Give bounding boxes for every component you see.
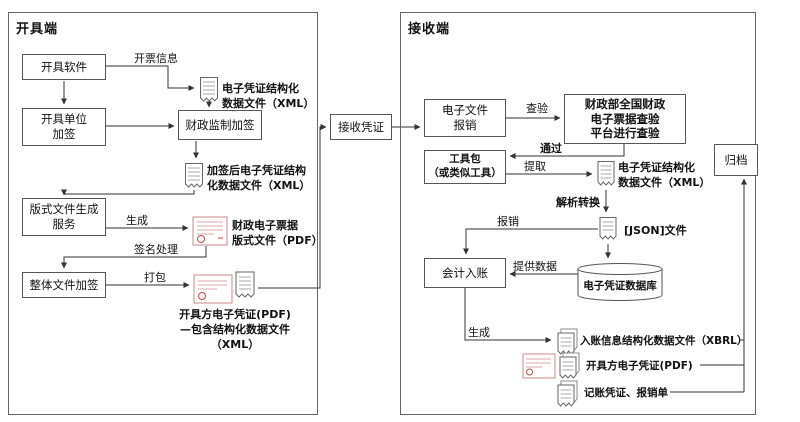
label-invoice-info: 开票信息 bbox=[134, 52, 178, 65]
node-efile-reimbursement: 电子文件 报销 bbox=[424, 99, 506, 137]
receipts-stack-icon-voucher bbox=[557, 380, 578, 407]
label-pass: 通过 bbox=[540, 142, 562, 155]
database-icon bbox=[577, 263, 663, 301]
label-json-file: [JSON]文件 bbox=[624, 224, 687, 237]
node-archive: 归档 bbox=[714, 144, 758, 176]
node-receive-voucher: 接收凭证 bbox=[330, 114, 392, 140]
node-issuing-software: 开具软件 bbox=[22, 54, 106, 80]
label-voucher-output: 记账凭证、报销单 bbox=[584, 387, 668, 399]
label-pdf-output: 开具方电子凭证(PDF) bbox=[586, 360, 693, 372]
receipt-icon-xml bbox=[200, 77, 218, 102]
receiver-panel bbox=[400, 12, 756, 415]
receipt-icon-received-xml bbox=[597, 161, 615, 186]
label-extract: 提取 bbox=[524, 160, 546, 173]
label-signed-xml-file: 加签后电子凭证结构 化数据文件（XML） bbox=[207, 164, 311, 192]
label-verify: 查验 bbox=[526, 102, 548, 115]
label-fiscal-pdf-file: 财政电子票据 版式文件（PDF） bbox=[232, 219, 323, 247]
label-received-xml-file: 电子凭证结构化 数据文件（XML） bbox=[618, 161, 711, 189]
receiver-panel-title: 接收端 bbox=[408, 22, 451, 37]
node-fiscal-supervision-signature: 财政监制加签 bbox=[178, 110, 262, 140]
label-xbrl-output: 入账信息结构化数据文件（XBRL） bbox=[580, 335, 748, 347]
receipt-icon-json bbox=[599, 217, 617, 240]
package-pdf-xml-icon bbox=[193, 271, 255, 304]
label-xml-file: 电子凭证结构化 数据文件（XML） bbox=[222, 82, 315, 110]
issuer-panel-title: 开具端 bbox=[16, 22, 59, 37]
issuer-panel bbox=[8, 12, 318, 415]
pdf-and-receipts-icon bbox=[522, 352, 580, 379]
label-reimburse: 报销 bbox=[497, 215, 519, 228]
label-generate-outputs: 生成 bbox=[468, 326, 490, 339]
node-unit-signature: 开具单位 加签 bbox=[22, 108, 106, 146]
receipt-icon-signed-xml bbox=[185, 163, 203, 188]
label-generate: 生成 bbox=[126, 214, 148, 227]
label-package-action: 打包 bbox=[144, 271, 166, 284]
label-provide-data: 提供数据 bbox=[513, 260, 557, 273]
pdf-document-icon bbox=[192, 216, 228, 246]
label-package-file: 开具方电子凭证(PDF) —包含结构化数据文件 （XML） bbox=[179, 308, 291, 351]
node-whole-file-signature: 整体文件加签 bbox=[22, 272, 106, 298]
node-accounting-entry: 会计入账 bbox=[424, 258, 506, 288]
node-toolkit: 工具包 （或类似工具） bbox=[424, 150, 506, 184]
receipts-stack-icon-xbrl bbox=[557, 328, 578, 355]
label-parse-convert: 解析转换 bbox=[556, 196, 600, 209]
label-voucher-database: 电子凭证数据库 bbox=[583, 280, 657, 292]
label-signature-processing: 签名处理 bbox=[134, 243, 178, 256]
node-verification-platform: 财政部全国财政 电子票据查验 平台进行查验 bbox=[564, 94, 686, 144]
node-layout-file-service: 版式文件生成 服务 bbox=[22, 198, 106, 236]
